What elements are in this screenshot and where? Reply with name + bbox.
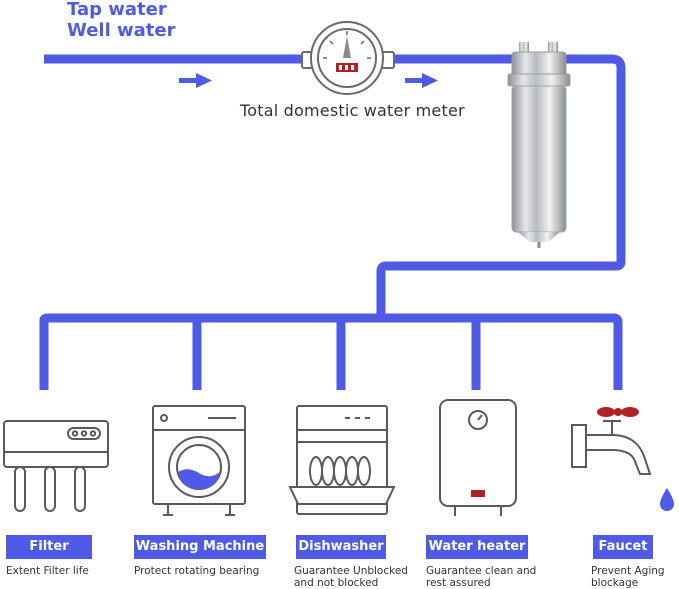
- appliance-description-water-heater: Guarantee clean and rest assured: [426, 565, 537, 589]
- flow-arrow-icon: [179, 73, 212, 88]
- washing-machine-icon: [152, 405, 246, 516]
- appliance-description-dishwasher: Guarantee Unblocked and not blocked: [294, 565, 408, 589]
- source-label-well-water: Well water: [67, 20, 176, 41]
- source-label-tap-water: Tap water: [67, 0, 167, 20]
- appliance-label-faucet: Faucet: [593, 535, 653, 559]
- water-filter-icon: [3, 420, 109, 512]
- appliance-label-filter: Filter: [6, 535, 92, 559]
- faucet-icon: [571, 407, 674, 511]
- water-pipe: [39, 54, 626, 390]
- steel-housing-filter-icon: [507, 42, 571, 248]
- dishwasher-icon: [288, 405, 396, 515]
- water-heater-icon: [439, 399, 517, 516]
- meter-caption: Total domestic water meter: [240, 101, 465, 120]
- appliance-description-washing-machine: Protect rotating bearing: [134, 565, 260, 577]
- water-meter-icon: [301, 21, 395, 95]
- appliance-label-dishwasher: Dishwasher: [296, 535, 386, 559]
- flow-arrow-icon: [405, 73, 438, 88]
- appliance-description-filter: Extent Filter life: [6, 565, 89, 577]
- appliance-description-faucet: Prevent Aging blockage: [591, 565, 665, 589]
- appliance-label-washing-machine: Washing Machine: [134, 535, 266, 559]
- appliance-label-water-heater: Water heater: [426, 535, 528, 559]
